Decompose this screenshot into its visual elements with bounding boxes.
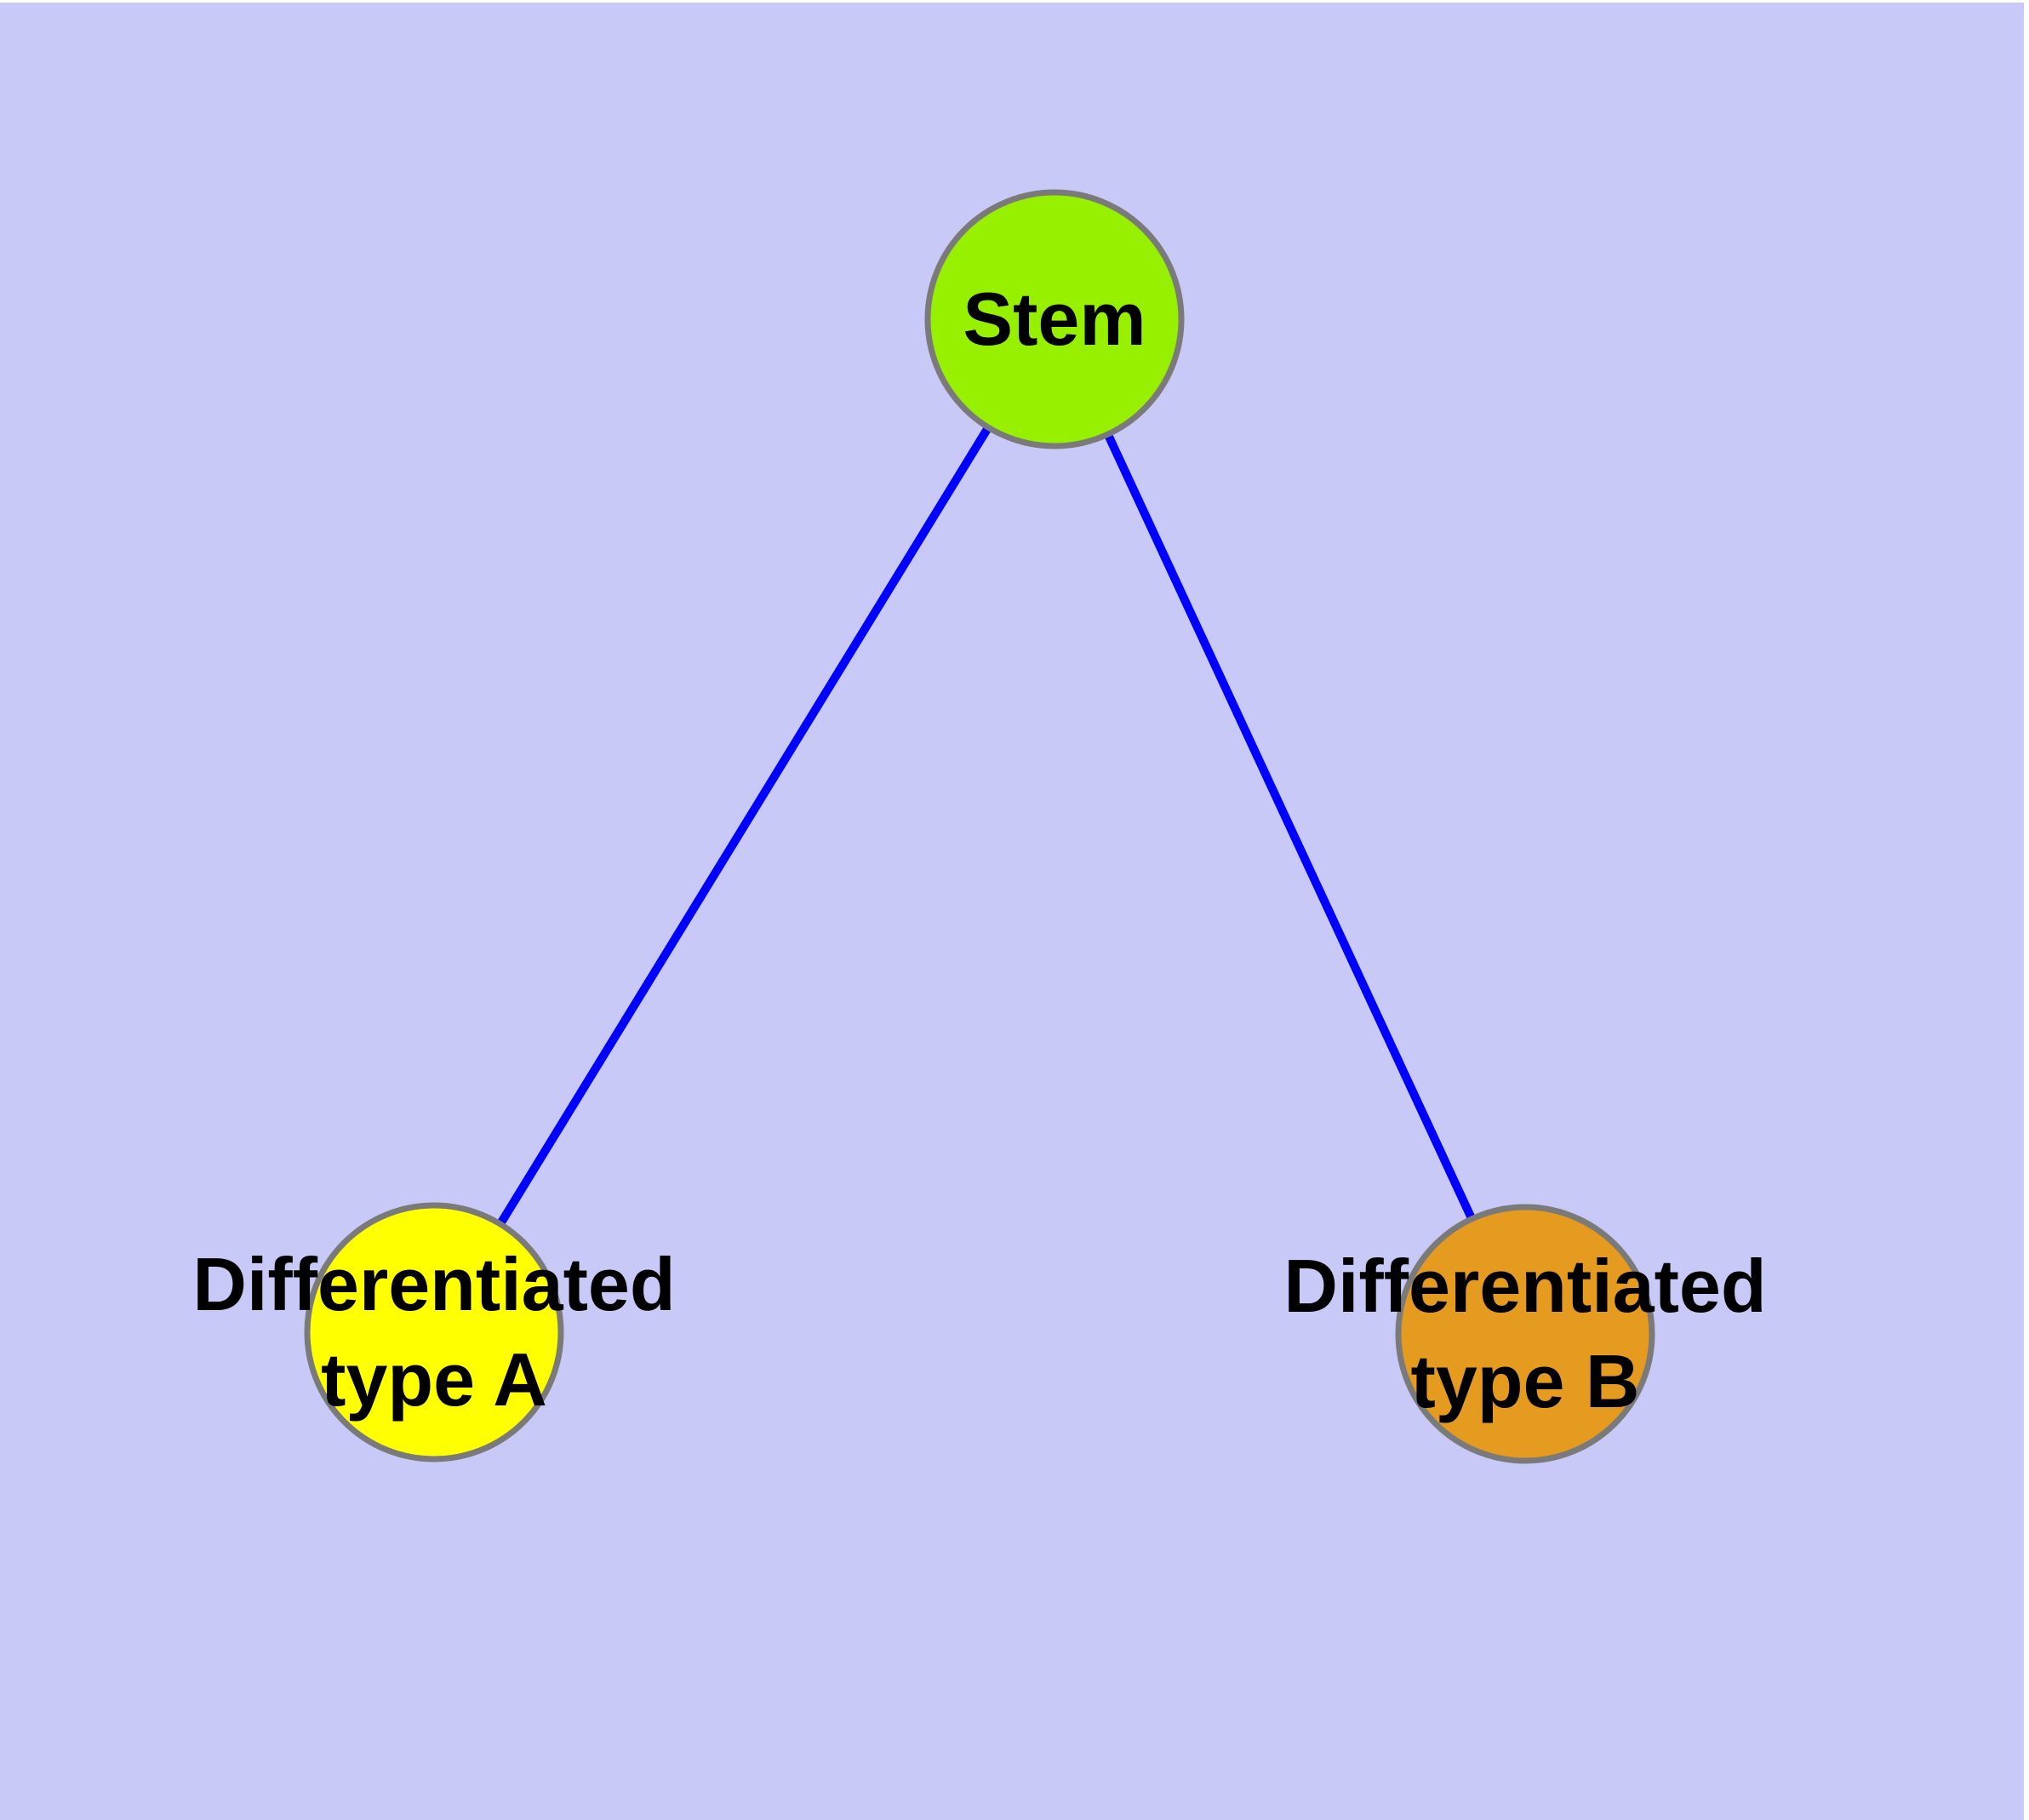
node-differentiated-type-b xyxy=(1395,1204,1655,1464)
edge-stem-to-differentiated-type-a xyxy=(430,317,1059,1335)
edge-stem-to-differentiated-type-b xyxy=(1050,317,1529,1336)
nodes-layer xyxy=(304,189,1655,1464)
node-differentiated-type-a xyxy=(304,1202,564,1462)
node-stem xyxy=(924,189,1185,449)
edges-layer xyxy=(430,317,1529,1336)
